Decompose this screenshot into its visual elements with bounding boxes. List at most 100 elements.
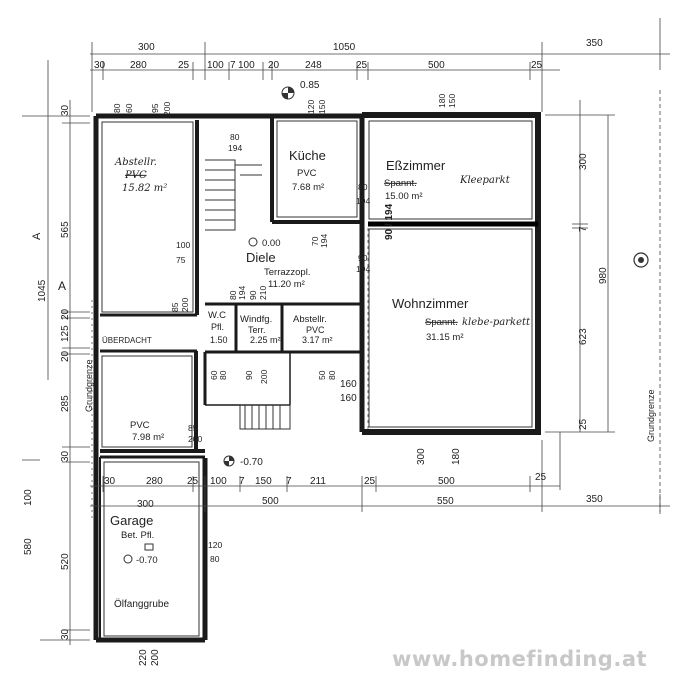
dimension-label: 80 [218,370,228,380]
room-area: 15.00 m² [385,191,423,202]
dimension-label: 80 [112,103,122,113]
dimension-label: 211 [310,476,326,487]
inner-lines [101,120,533,637]
room-floor: Bet. Pfl. [121,530,154,541]
dimension-label: 30 [60,628,71,640]
dim-top-500: 500 [428,60,445,71]
room-name: Abstellr. [114,157,157,168]
dimension-label: 7 [286,476,292,487]
dimension-label: 80 [230,132,240,142]
grundgrenze-left: Grundgrenze [84,359,94,412]
dimension-label: 350 [586,494,603,505]
dimension-label: 30 [60,450,71,462]
dim-top-100a: 100 [207,60,224,71]
room-wohnzimmer: Wohnzimmer Spannt. klebe-parkett 31.15 m… [392,296,531,343]
dimension-label: 120 [306,100,316,114]
elevation-garage-value: -0.70 [136,555,158,566]
dimension-label: 125 [60,325,71,342]
dimension-label: 25 [187,476,199,487]
dim-right-total: 980 [598,267,609,284]
wall-opening-mark: 90 / 194 [384,203,395,240]
room-abstellraum-2: Abstellr. PVC 3.17 m² [293,314,333,345]
room-name: Diele [246,250,276,265]
dim-top-25b: 25 [356,60,368,71]
room-name: Abstellr. [293,314,327,325]
building-walls [93,112,541,643]
dimension-label: 220 [138,649,149,666]
dimension-label: 60 [209,370,219,380]
dimension-label: 160 [340,379,357,390]
right-dimension-labels: 300 7 623 25 980 Grundgrenze [578,153,656,442]
room-floor: Terr. [248,325,266,335]
dimension-label: 80 [327,370,337,380]
room-name: Garage [110,513,153,528]
dimension-label: 194 [356,196,370,206]
dimension-label: 200 [188,434,202,444]
room-windfang: Windfg. Terr. 2.25 m² [240,314,281,345]
dimension-label: 200 [259,370,269,384]
dimension-label: 200 [162,102,172,116]
wall-hatch [91,228,369,520]
dimension-label: 25 [578,418,589,430]
dimension-label: 25 [364,476,376,487]
dimension-label: 180 [451,448,462,465]
dimension-label: 90 [358,253,368,263]
dimension-label: 20 [60,308,71,320]
room-floor-struck: Spannt. [425,317,458,328]
room-floor: Pfl. [211,322,224,332]
room-name: Eßzimmer [386,158,446,173]
dim-top-280: 280 [130,60,147,71]
dimension-label: 210 [258,286,268,300]
room-pvc: PVC 7.98 m² [130,420,164,443]
elevation-top: 0.85 [281,80,320,100]
dimension-label: 85 [188,423,198,433]
room-floor-struck: PVC [124,170,147,181]
dimension-label: 200 [150,649,161,666]
room-area: 11.20 m² [268,279,305,290]
elevation-landing: -0.70 [223,455,263,468]
room-area: 3.17 m² [302,335,333,345]
dimension-label: 7 [578,226,589,232]
stairs-entrance [239,404,291,430]
bottom-dimensions [90,432,670,512]
top-dimensions [90,18,670,112]
left-dimensions [22,60,90,645]
dimension-label: 194 [228,143,242,153]
room-esszimmer: Eßzimmer Spannt. Kleeparkt 15.00 m² [384,158,511,202]
dimension-label: 100 [176,240,190,250]
stairs-upper [205,159,262,231]
dim-top-300: 300 [138,42,155,53]
dimension-label: 285 [60,395,71,412]
left-dimension-labels: 30 565 20 125 20 285 30 100 580 520 30 1… [23,104,94,640]
dimension-label: 194 [356,264,370,274]
dimension-label: 70 [310,236,320,246]
dimension-label: 7 [239,476,245,487]
room-area: 7.98 m² [132,432,164,443]
dimension-label: 90 [244,370,254,380]
dim-top-100b: 100 [238,60,255,71]
dim-garage-width: 300 [137,499,154,510]
room-floor-struck: Spannt. [384,178,417,189]
room-floor: PVC [297,168,317,179]
room-area: 2.25 m² [250,335,281,345]
dimension-label: 95 [150,103,160,113]
dimension-label: 550 [437,496,454,507]
dim-top-30: 30 [94,60,106,71]
inner-dimensions: 80 60 95 200 80 194 120 150 180 150 80 1… [112,94,457,564]
dimension-label: 500 [262,496,279,507]
dimension-label: 80 [358,182,368,192]
dimension-label: 580 [23,538,34,555]
dimension-label: 90 [248,290,258,300]
dimension-label: 25 [535,472,547,483]
room-area: 31.15 m² [426,332,464,343]
room-ueberdacht: ÜBERDACHT [102,336,152,345]
dimension-label: 30 [104,476,116,487]
dimension-label: 80 [228,290,238,300]
dimension-label: 85 [170,302,180,312]
dimension-label: 100 [23,489,34,506]
room-floor-hand: Kleeparkt [459,175,511,186]
dimension-label: 150 [255,476,272,487]
room-sub: Ölfanggrube [114,598,169,610]
room-name: W.C [208,310,226,321]
